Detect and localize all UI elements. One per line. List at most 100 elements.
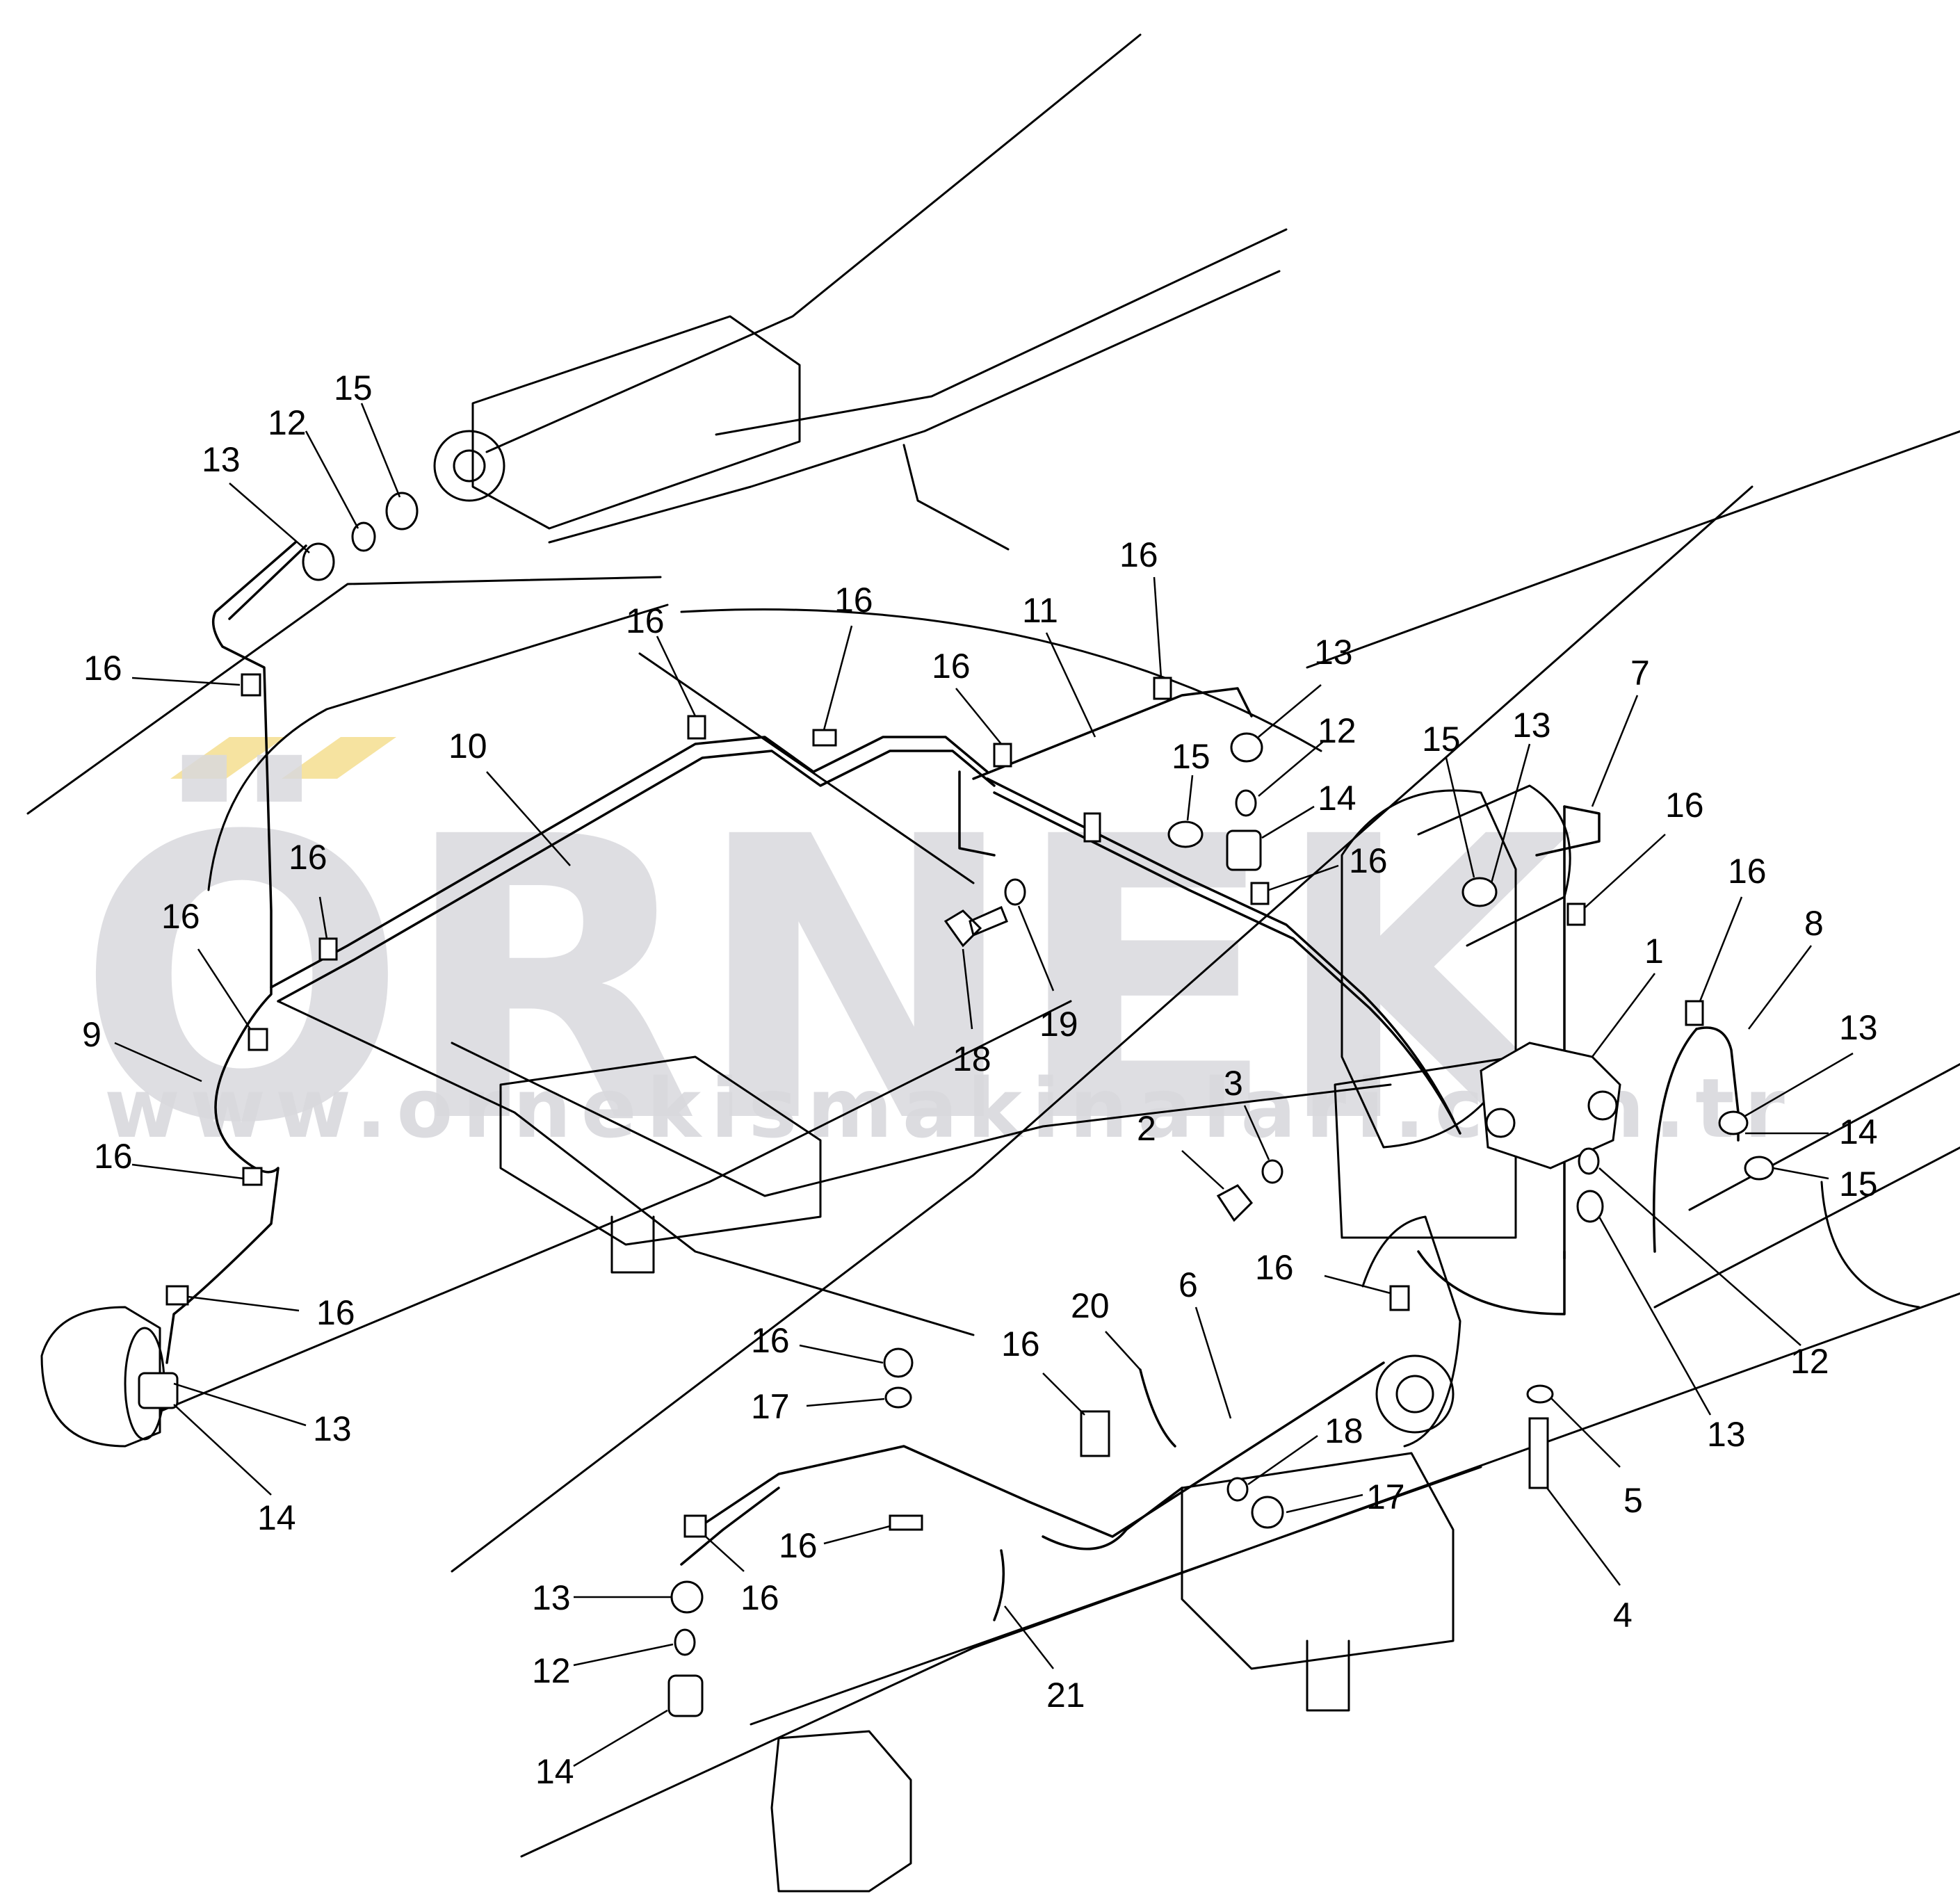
leader-11 [1045, 632, 1096, 738]
callout-13-right: 13 [1512, 706, 1551, 745]
left-support-block [499, 1055, 822, 1246]
leader-15-fr [1772, 1167, 1829, 1180]
machine-frame [26, 33, 1960, 1893]
callout-14-bottom: 14 [535, 1752, 574, 1791]
callout-14-mid: 14 [1318, 779, 1356, 818]
clamp-16-d [242, 1167, 263, 1186]
clamp-16-g [812, 729, 837, 747]
clamp-16-l [1685, 1000, 1704, 1026]
callout-14-motor: 14 [257, 1498, 296, 1537]
callout-12-bottom: 12 [532, 1651, 571, 1690]
leader-9 [114, 1042, 202, 1083]
leader-12-r [1598, 1167, 1801, 1346]
callout-19: 18 [953, 1039, 991, 1078]
callout-16-c: 16 [161, 897, 200, 936]
leader-15-mid [1186, 775, 1194, 821]
callout-18-right: 18 [1325, 1411, 1363, 1450]
boom-end-block [471, 315, 801, 530]
leader-13-rl [1598, 1216, 1712, 1416]
pipe-main-bundle-b [993, 791, 1461, 1135]
callout-15-mid: 15 [1172, 737, 1210, 776]
callout-15-top-left: 15 [334, 369, 373, 407]
leader-16-m [1324, 1274, 1391, 1295]
callout-16-n: 16 [1001, 1325, 1040, 1363]
callout-21-bottom: 21 [1046, 1676, 1085, 1715]
leader-17-r [1286, 1493, 1363, 1514]
pipe-8-lower [1653, 1028, 1698, 1253]
valve-1-port-a [1485, 1108, 1516, 1138]
clamp-16-e [165, 1285, 189, 1306]
clamp-16-f [687, 715, 706, 740]
leader-21-top [1105, 1331, 1141, 1370]
callout-16-o: 16 [779, 1526, 818, 1565]
leader-1 [1592, 973, 1655, 1058]
leader-10 [486, 771, 571, 866]
leader-16-a [131, 677, 241, 686]
boom-top-edge [485, 33, 1142, 453]
callout-12-mid: 12 [1318, 711, 1356, 750]
fitting-15-top-left [385, 492, 419, 531]
fitting-14-bottom [667, 1674, 704, 1717]
leader-14-motor [173, 1404, 272, 1496]
clamp-16-p [683, 1514, 707, 1538]
lower-arm-pin-hole [1395, 1375, 1434, 1414]
leader-16-j [1268, 864, 1339, 891]
valve-1 [1480, 1042, 1621, 1169]
leader-12-b [573, 1643, 674, 1667]
callout-12-top-left: 12 [268, 403, 307, 442]
leader-18-l [806, 1398, 885, 1407]
callout-17-left: 16 [751, 1321, 790, 1360]
boom-pin-hole [453, 449, 486, 483]
callout-16-p: 16 [740, 1578, 779, 1617]
tower-cylinder [1417, 784, 1571, 947]
washer-18-right [1226, 1477, 1249, 1502]
boom-pin-boss [433, 430, 505, 502]
callout-16-a: 16 [83, 649, 122, 688]
frame-left-outer [207, 604, 669, 891]
callout-15-far-right: 15 [1839, 1165, 1878, 1204]
leader-lines [114, 403, 1854, 1767]
callout-13-mid: 13 [1314, 633, 1353, 672]
deck-outer-line [277, 1000, 975, 1336]
hose-21-upper [1139, 1368, 1176, 1448]
pipe-runs [165, 541, 1740, 1566]
deck-lower-line [159, 1000, 1072, 1413]
boom-upper-body [715, 228, 1288, 436]
leader-20 [1017, 905, 1055, 991]
fitting-13-mid [1230, 732, 1263, 763]
clamp-16-j [1250, 882, 1270, 905]
callout-16-d: 16 [94, 1137, 133, 1176]
callout-2: 2 [1137, 1109, 1156, 1148]
fitting-14-motor [138, 1372, 179, 1409]
callout-16-h: 16 [932, 647, 971, 686]
leader-13-mid [1258, 684, 1322, 738]
leader-13-motor [173, 1382, 307, 1427]
pipe-8 [1695, 1026, 1740, 1142]
clamp-16-m [1389, 1285, 1410, 1311]
leader-15-tl [360, 403, 401, 498]
fitting-15-mid [1167, 820, 1204, 848]
pipe-10-parallel [277, 750, 996, 1003]
callout-16-i: 16 [1119, 535, 1158, 574]
clamp-16-b [318, 937, 338, 961]
callout-9: 9 [82, 1015, 102, 1054]
pipe-6-drop [1042, 1487, 1183, 1550]
leader-2 [1181, 1150, 1224, 1190]
callout-20: 19 [1039, 1005, 1078, 1044]
leader-19 [962, 948, 973, 1030]
boom-mid-line [1306, 430, 1960, 669]
nut-17-right [1251, 1496, 1284, 1529]
lower-arm-pin [1375, 1354, 1455, 1434]
fitting-12-right [1578, 1147, 1600, 1175]
pipe-11 [972, 687, 1253, 780]
callout-13-top-left: 13 [202, 440, 241, 479]
callout-labels: 13 12 15 16 16 16 9 16 16 13 14 10 16 16… [82, 369, 1878, 1791]
leader-16-g [823, 625, 853, 731]
washer-5 [1526, 1384, 1554, 1404]
callout-17-right: 17 [1366, 1477, 1405, 1516]
valve-1-port-b [1587, 1090, 1618, 1121]
callout-10: 10 [448, 727, 487, 766]
leader-16-n [1042, 1372, 1085, 1416]
callout-16-b: 16 [289, 838, 327, 877]
